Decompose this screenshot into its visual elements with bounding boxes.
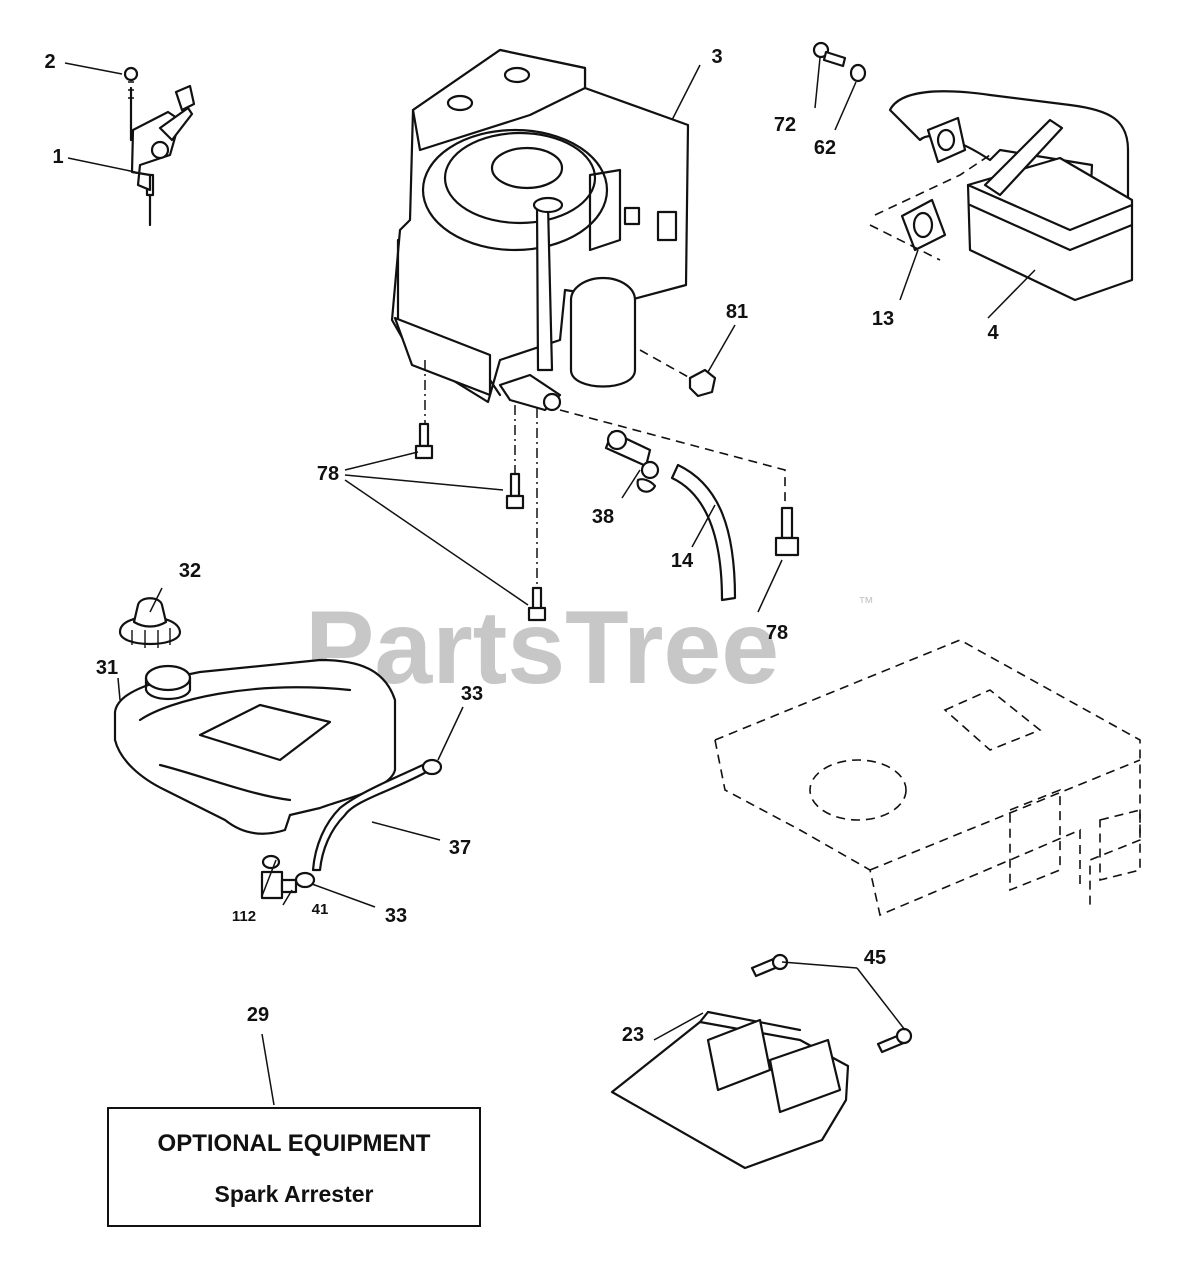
callout-33b: 33	[385, 905, 407, 927]
callout-78b: 78	[766, 622, 788, 644]
muffler-dash-1	[874, 154, 991, 216]
callout-38: 38	[592, 506, 614, 528]
callout-81: 81	[726, 301, 748, 323]
muffler-gasket-13	[900, 198, 947, 252]
engine-assembly	[390, 48, 690, 412]
callout-29: 29	[247, 1004, 269, 1026]
shutoff-valve-41-112	[260, 854, 298, 900]
callout-41: 41	[312, 901, 329, 918]
optional-equipment-item: Spark Arrester	[215, 1181, 374, 1207]
callout-31: 31	[96, 657, 118, 679]
callout-4: 4	[987, 322, 999, 344]
optional-equipment-box: OPTIONAL EQUIPMENT Spark Arrester	[107, 1107, 481, 1227]
muffler-dash-2	[869, 224, 941, 261]
callout-37: 37	[449, 837, 471, 859]
callout-3: 3	[711, 46, 722, 68]
callout-33a: 33	[461, 683, 483, 705]
fuel-filter-and-line	[559, 349, 786, 602]
callout-45: 45	[864, 947, 886, 969]
callout-23: 23	[622, 1024, 644, 1046]
callout-32: 32	[179, 560, 201, 582]
callout-72: 72	[774, 114, 796, 136]
muffler-assembly	[888, 90, 1134, 302]
engine-bolts	[414, 422, 800, 622]
muffler-bolt-72	[812, 41, 847, 68]
callout-13: 13	[872, 308, 894, 330]
callout-78a: 78	[317, 463, 339, 485]
callout-2: 2	[44, 51, 55, 73]
callout-112: 112	[232, 908, 256, 925]
hose-clamps-33	[294, 758, 443, 889]
leader-lines	[64, 57, 1036, 1106]
fuel-tank	[113, 658, 397, 835]
watermark-trademark: ™	[858, 595, 874, 612]
callout-1: 1	[52, 146, 63, 168]
bolts-45	[750, 953, 913, 1054]
nut-81	[688, 368, 717, 398]
callout-62: 62	[814, 137, 836, 159]
fuel-hose-37	[311, 762, 432, 872]
fuel-cap-32	[118, 597, 182, 648]
lock-washer-62	[849, 63, 867, 83]
callout-14: 14	[671, 550, 694, 572]
optional-equipment-title: OPTIONAL EQUIPMENT	[158, 1130, 431, 1157]
throttle-control-bracket	[123, 66, 196, 227]
chassis-frame	[714, 639, 1141, 917]
heat-shield-23	[610, 1010, 850, 1170]
